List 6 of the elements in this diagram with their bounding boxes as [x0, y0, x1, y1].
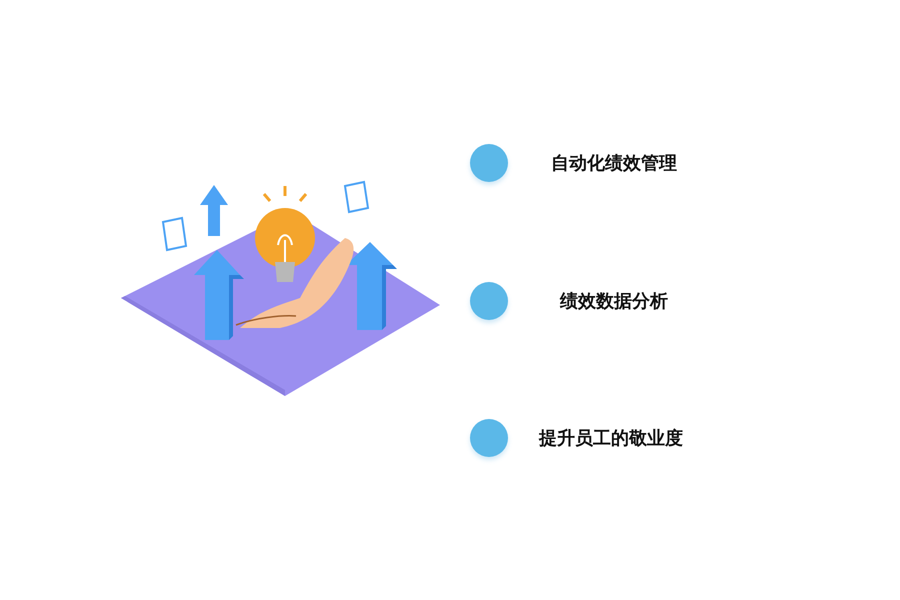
- bullet-circle: [470, 419, 508, 457]
- item-label: 提升员工的敬业度: [539, 427, 683, 450]
- bullet-circle: [470, 282, 508, 320]
- bullet-circle: [470, 144, 508, 182]
- item-label: 自动化绩效管理: [551, 152, 677, 175]
- item-label: 绩效数据分析: [560, 290, 668, 313]
